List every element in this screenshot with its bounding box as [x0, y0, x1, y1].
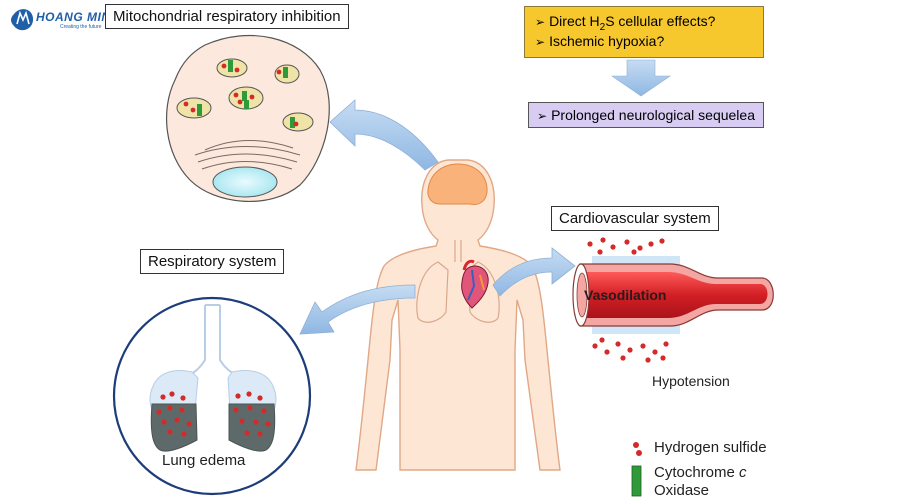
- legend-hydrogen-sulfide: Hydrogen sulfide: [654, 439, 767, 456]
- arrow-to-vessel: [492, 247, 576, 297]
- down-arrow: [611, 59, 671, 97]
- heart: [461, 259, 489, 309]
- vasodilation-label: Vasodilation: [584, 287, 667, 303]
- brain-shape: [427, 163, 488, 205]
- mitochondrion: [176, 97, 212, 119]
- effects-box: ➢Direct H2S cellular effects? ➢Ischemic …: [524, 6, 764, 58]
- vessel-h2s-dots: [587, 237, 669, 363]
- lung-edema-label: Lung edema: [162, 452, 246, 469]
- bullet-arrow-icon: ➢: [537, 109, 548, 123]
- arrow-to-cell: [329, 99, 439, 171]
- bullet-arrow-icon: ➢: [535, 35, 546, 49]
- effects-line-1: ➢Direct H2S cellular effects?: [535, 13, 716, 33]
- body-trachea: [454, 240, 462, 262]
- legend-cytochrome-line-1: Cytochrome c: [654, 464, 747, 481]
- arrow-to-lungs: [299, 284, 416, 335]
- hypotension-label: Hypotension: [652, 373, 730, 389]
- mitochondrion: [274, 64, 300, 84]
- nucleus: [212, 166, 278, 198]
- body-lungs: [416, 261, 500, 323]
- effects-line-2: ➢Ischemic hypoxia?: [535, 33, 665, 49]
- cardiovascular-label: Cardiovascular system: [551, 206, 719, 231]
- legend-h2s-symbol: [633, 442, 642, 456]
- mitochondrion: [216, 58, 248, 78]
- logo-tagline: Creating the future: [60, 24, 102, 30]
- sequelae-box: ➢Prolonged neurological sequelea: [528, 102, 764, 128]
- lung-inset: [112, 296, 312, 496]
- legend-cytochrome-line-2: Oxidase: [654, 482, 710, 499]
- mitochondrion: [228, 86, 264, 110]
- cell-illustration: [165, 34, 330, 202]
- legend-cytochrome-symbol: [631, 465, 642, 497]
- vessel-lumen: [580, 272, 768, 318]
- mitochondrion: [282, 112, 314, 132]
- logo-brand: HOANG MINH: [36, 10, 120, 24]
- lung-h2s-dots: [156, 391, 271, 437]
- logo-icon: [11, 9, 34, 31]
- mitochondrial-label: Mitochondrial respiratory inhibition: [105, 4, 349, 29]
- left-lung-edema: [150, 403, 198, 452]
- right-lung-edema: [228, 403, 276, 452]
- sequelae-text: ➢Prolonged neurological sequelea: [537, 107, 755, 123]
- respiratory-label: Respiratory system: [140, 249, 285, 274]
- endoplasmic-reticulum: [194, 140, 301, 170]
- human-body: [355, 159, 561, 471]
- bullet-arrow-icon: ➢: [535, 15, 546, 29]
- blood-vessel: [572, 237, 774, 363]
- body-silhouette: [355, 159, 561, 471]
